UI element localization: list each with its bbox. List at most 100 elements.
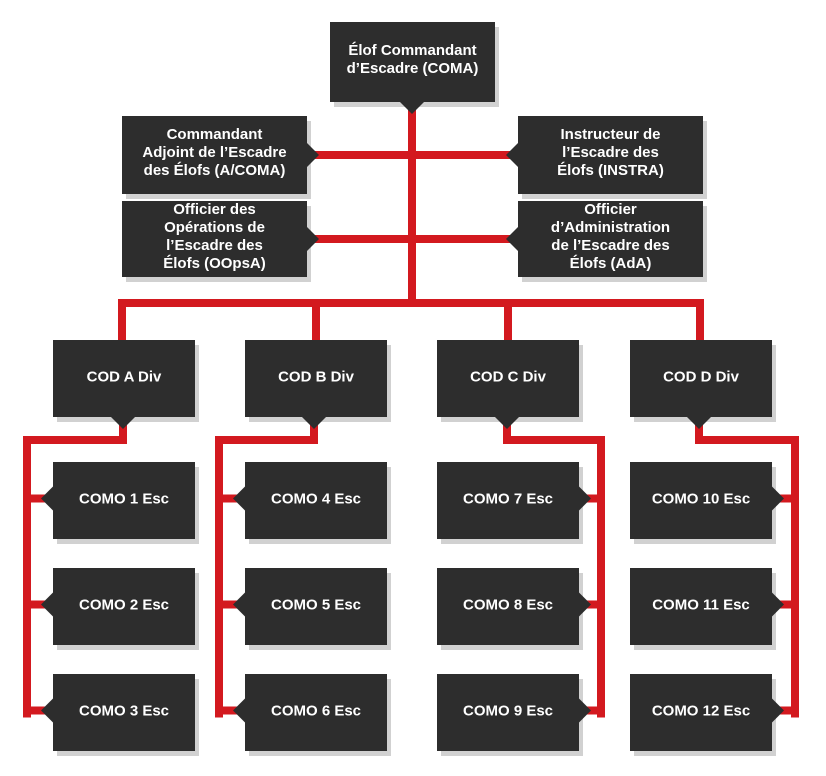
division-label: COD A Div bbox=[87, 368, 162, 385]
division-box-cod-c: COD C Div bbox=[437, 340, 583, 429]
commander-label-line: d’Escadre (COMA) bbox=[347, 60, 479, 77]
division-box-cod-c-pointer bbox=[495, 417, 519, 429]
squadron-box: COMO 4 Esc bbox=[233, 462, 391, 544]
staff-box-ada-pointer bbox=[506, 227, 518, 251]
squadron-box-pointer bbox=[772, 486, 784, 511]
staff-instra-label-line: l’Escadre des bbox=[562, 144, 659, 161]
staff-instra-label-line: Élofs (INSTRA) bbox=[557, 162, 664, 179]
commander-box-shape bbox=[330, 22, 495, 102]
squadron-box: COMO 8 Esc bbox=[437, 568, 591, 650]
staff-instra-label-line: Instructeur de bbox=[560, 126, 660, 143]
squadron-box-shape bbox=[630, 568, 772, 645]
staff-box-a-coma-shape bbox=[122, 116, 307, 194]
squadron-label: COMO 5 Esc bbox=[271, 596, 361, 613]
commander-label-line: Élof Commandant bbox=[348, 42, 476, 59]
squadron-box-pointer bbox=[233, 486, 245, 511]
staff-a-coma-label-line: Commandant bbox=[167, 126, 263, 143]
squadron-label: COMO 1 Esc bbox=[79, 490, 169, 507]
squadron-box-pointer bbox=[233, 698, 245, 723]
squadron-label: COMO 8 Esc bbox=[463, 596, 553, 613]
division-box-cod-d: COD D Div bbox=[630, 340, 776, 429]
division-label: COD B Div bbox=[278, 368, 355, 385]
staff-ada-label-line: Élofs (AdA) bbox=[570, 255, 652, 272]
squadron-box: COMO 6 Esc bbox=[233, 674, 391, 756]
squadron-box: COMO 5 Esc bbox=[233, 568, 391, 650]
staff-box-a-coma-pointer bbox=[307, 143, 319, 167]
squadron-box: COMO 3 Esc bbox=[41, 674, 199, 756]
squadron-box-pointer bbox=[772, 698, 784, 723]
squadron-rail-line bbox=[503, 413, 605, 718]
staff-a-coma-label-line: Adjoint de l’Escadre bbox=[142, 144, 286, 161]
squadron-label: COMO 2 Esc bbox=[79, 596, 169, 613]
staff-box-instra-shape bbox=[518, 116, 703, 194]
division-box-cod-c-shape bbox=[437, 340, 579, 417]
squadron-box-shape bbox=[437, 674, 579, 751]
division-label: COD D Div bbox=[663, 368, 740, 385]
division-box-cod-b-pointer bbox=[302, 417, 326, 429]
staff-box-oopsa-pointer bbox=[307, 227, 319, 251]
division-label: COD C Div bbox=[470, 368, 547, 385]
squadron-box-pointer bbox=[233, 592, 245, 617]
division-box-cod-d-pointer bbox=[687, 417, 711, 429]
staff-box-ada-shape bbox=[518, 201, 703, 277]
staff-oopsa-label-line: l’Escadre des bbox=[166, 237, 263, 254]
squadron-label: COMO 6 Esc bbox=[271, 702, 361, 719]
squadron-box-shape bbox=[245, 568, 387, 645]
staff-a-coma-label-line: des Élofs (A/COMA) bbox=[144, 162, 286, 179]
squadron-box: COMO 7 Esc bbox=[437, 462, 591, 544]
squadron-box-shape bbox=[630, 674, 772, 751]
division-box-cod-b: COD B Div bbox=[245, 340, 391, 429]
squadron-box: COMO 11 Esc bbox=[630, 568, 784, 650]
squadron-box-shape bbox=[245, 674, 387, 751]
squadron-rail-line bbox=[695, 413, 799, 718]
squadron-box: COMO 9 Esc bbox=[437, 674, 591, 756]
staff-box-oopsa-shape bbox=[122, 201, 307, 277]
squadron-label: COMO 7 Esc bbox=[463, 490, 553, 507]
squadron-box: COMO 2 Esc bbox=[41, 568, 199, 650]
squadron-box: COMO 12 Esc bbox=[630, 674, 784, 756]
division-box-cod-a: COD A Div bbox=[53, 340, 199, 429]
staff-ada-label-line: d’Administration bbox=[551, 219, 670, 236]
squadron-label: COMO 4 Esc bbox=[271, 490, 361, 507]
division-box-cod-d-shape bbox=[630, 340, 772, 417]
squadron-label: COMO 12 Esc bbox=[652, 702, 750, 719]
squadron-box-shape bbox=[245, 462, 387, 539]
staff-oopsa-label-line: Élofs (OOpsA) bbox=[163, 255, 266, 272]
squadron-rail-line bbox=[215, 413, 318, 718]
commander-box-pointer bbox=[400, 102, 424, 114]
staff-ada-label-line: Officier bbox=[584, 201, 637, 218]
squadron-box: COMO 10 Esc bbox=[630, 462, 784, 544]
squadron-label: COMO 11 Esc bbox=[652, 596, 750, 613]
squadron-box-pointer bbox=[579, 698, 591, 723]
squadron-label: COMO 9 Esc bbox=[463, 702, 553, 719]
staff-oopsa-label-line: Opérations de bbox=[164, 219, 265, 236]
squadron-box-pointer bbox=[772, 592, 784, 617]
squadron-label: COMO 10 Esc bbox=[652, 490, 750, 507]
squadron-box-pointer bbox=[579, 486, 591, 511]
squadron-label: COMO 3 Esc bbox=[79, 702, 169, 719]
division-box-cod-a-shape bbox=[53, 340, 195, 417]
staff-box-instra-pointer bbox=[506, 143, 518, 167]
squadron-box-shape bbox=[437, 462, 579, 539]
staff-ada-label-line: de l’Escadre des bbox=[551, 237, 669, 254]
squadron-box-pointer bbox=[41, 592, 53, 617]
squadron-box-pointer bbox=[41, 486, 53, 511]
squadron-box-shape bbox=[53, 568, 195, 645]
squadron-box-shape bbox=[630, 462, 772, 539]
squadron-box-shape bbox=[53, 674, 195, 751]
squadron-box-shape bbox=[437, 568, 579, 645]
division-box-cod-a-pointer bbox=[111, 417, 135, 429]
squadron-box-shape bbox=[53, 462, 195, 539]
division-box-cod-b-shape bbox=[245, 340, 387, 417]
squadron-box-pointer bbox=[579, 592, 591, 617]
squadron-box-pointer bbox=[41, 698, 53, 723]
squadron-box: COMO 1 Esc bbox=[41, 462, 199, 544]
staff-oopsa-label-line: Officier des bbox=[173, 201, 256, 218]
